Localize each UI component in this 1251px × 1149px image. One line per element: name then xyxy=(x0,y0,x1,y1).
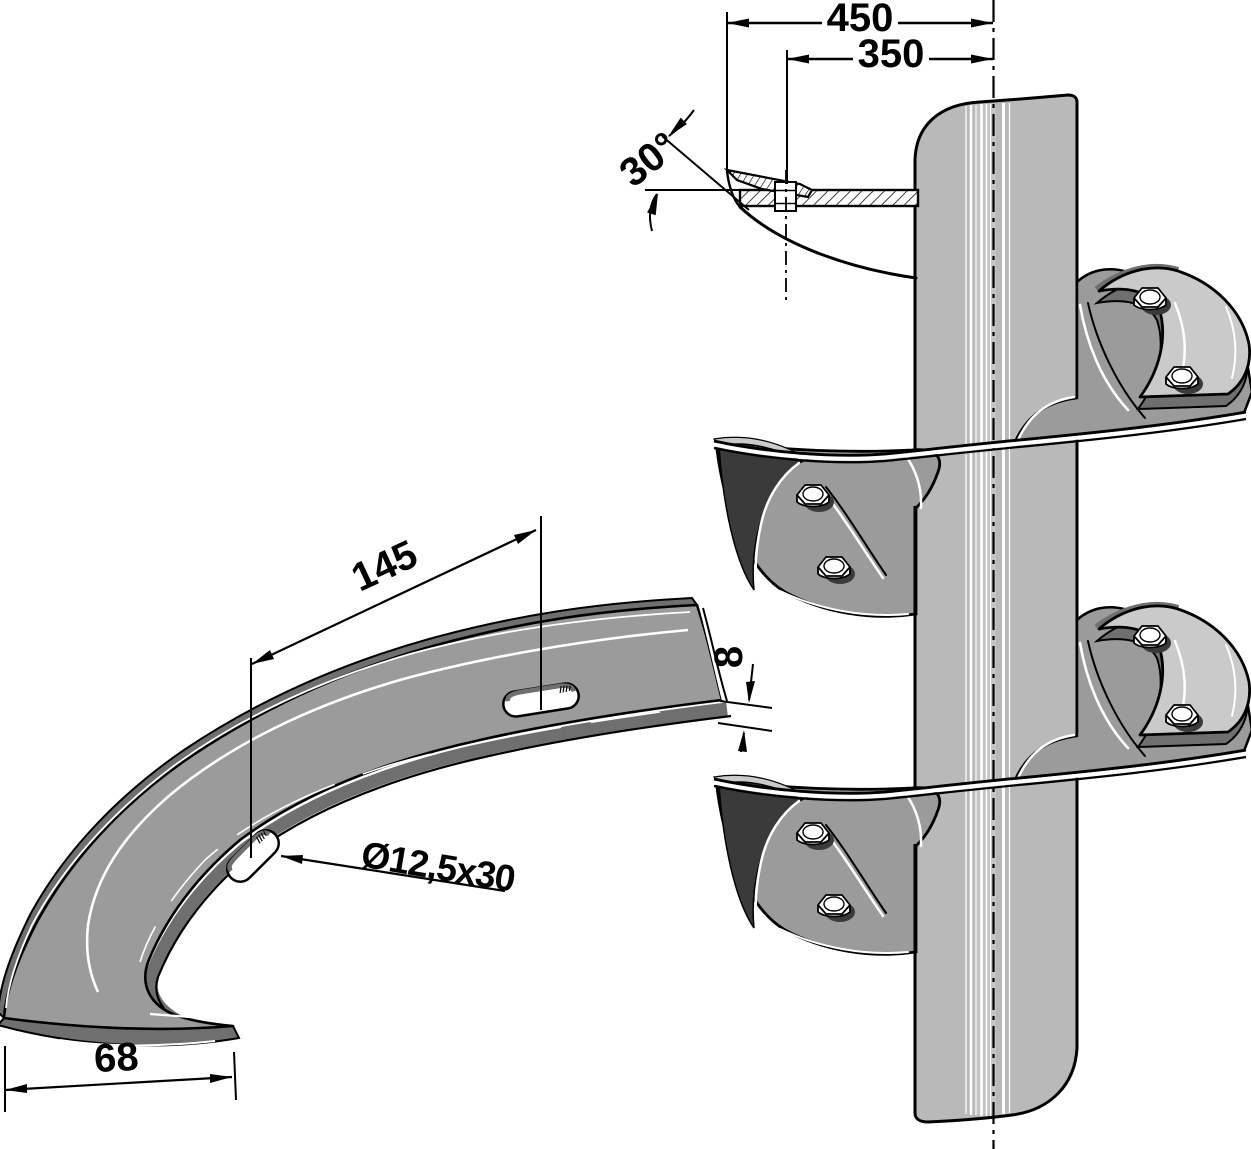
part-highlight-end2 xyxy=(59,1039,216,1047)
slot-size-label: Ø12,5x30 xyxy=(358,834,518,900)
dimension-450: 450 xyxy=(726,0,993,171)
dim-350-label: 350 xyxy=(858,32,925,76)
part-inner-bevel-edge xyxy=(155,714,732,1027)
part-highlight-outer xyxy=(5,611,691,1009)
part-end-face-edge xyxy=(702,607,728,702)
dim-text-backing xyxy=(822,4,898,32)
arrowhead xyxy=(210,1074,232,1083)
dim-text-backing xyxy=(853,40,929,68)
arrowhead xyxy=(281,855,303,864)
slot-left xyxy=(226,829,280,883)
part-highlight-end1 xyxy=(149,1012,231,1022)
arrowhead xyxy=(746,681,755,703)
arrowhead xyxy=(971,54,993,64)
slot-size-leader: Ø12,5x30 xyxy=(280,834,518,900)
dimension-8: 8 xyxy=(707,646,773,753)
arrowhead xyxy=(252,650,274,664)
arrowhead xyxy=(514,530,536,544)
dim-145-label: 145 xyxy=(345,532,424,600)
dim-30-label: 30° xyxy=(612,124,687,196)
part-highlight-inner xyxy=(139,711,661,963)
auger-shaft xyxy=(913,93,1079,1124)
part-end-face-highlight xyxy=(698,605,725,701)
section-tip-arc xyxy=(725,170,741,208)
arrowhead xyxy=(971,18,993,28)
arrowhead xyxy=(738,730,747,752)
arrowhead xyxy=(787,54,809,64)
arrowhead xyxy=(647,193,658,216)
section-flight-plate xyxy=(738,188,920,208)
part-inner-bevel-fill xyxy=(144,702,728,1028)
section-flight-silhouette xyxy=(738,205,918,280)
part-highlight-mid xyxy=(85,628,689,993)
flight-section-view: 30° xyxy=(612,109,920,300)
arrowhead xyxy=(5,1084,27,1093)
dim-8-label: 8 xyxy=(707,646,751,668)
dim-450-label: 450 xyxy=(827,0,894,40)
dim-68-label: 68 xyxy=(93,1035,140,1081)
arrowhead xyxy=(727,18,749,28)
dimension-68: 68 xyxy=(4,1035,237,1112)
flight-segment-part: 145 8 68 Ø12,5x30 xyxy=(0,516,773,1112)
shaft-highlight-stripes xyxy=(965,103,1011,1116)
dimension-350: 350 xyxy=(786,32,993,184)
arrowhead xyxy=(668,117,687,137)
